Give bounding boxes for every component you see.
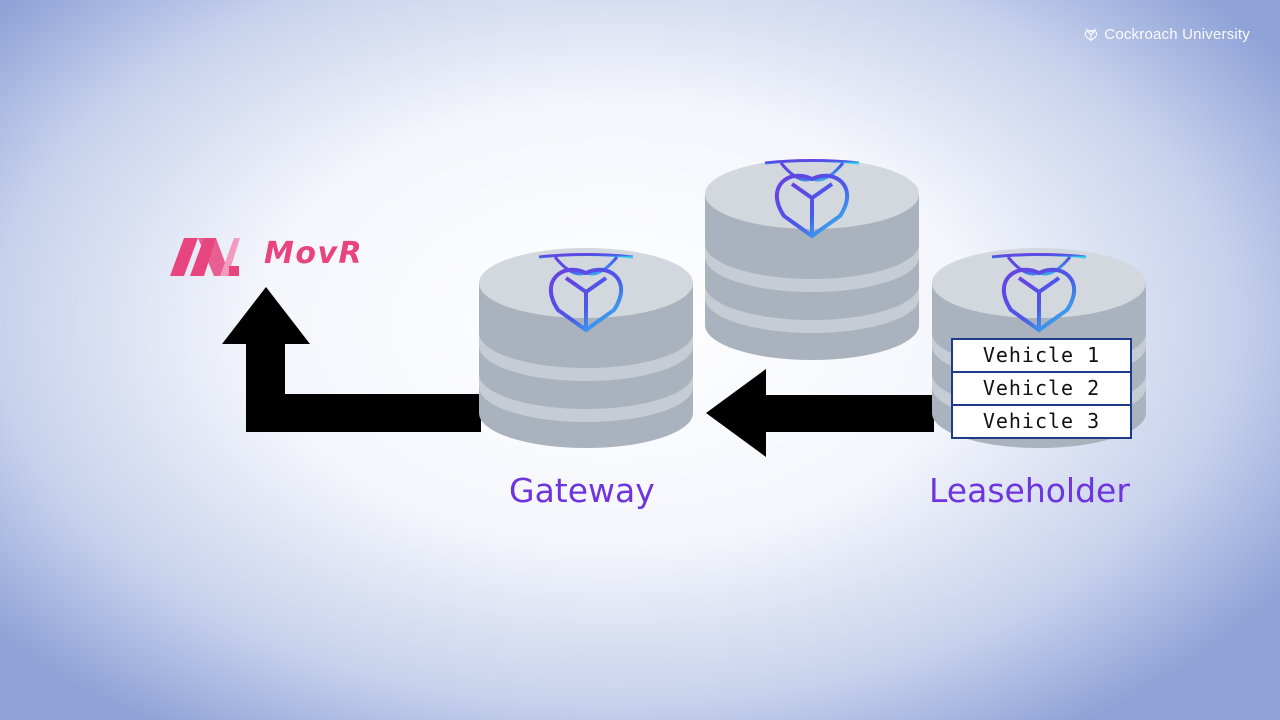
leaseholder-label: Leaseholder bbox=[929, 471, 1130, 510]
movr-wordmark: MovR bbox=[264, 236, 364, 271]
response-arrow bbox=[222, 287, 481, 432]
gateway-node bbox=[479, 248, 693, 448]
vehicle-row: Vehicle 1 bbox=[982, 343, 1101, 367]
cockroach-logo-icon bbox=[1085, 28, 1098, 42]
watermark-text: Cockroach University bbox=[1104, 25, 1250, 43]
gateway-label: Gateway bbox=[509, 471, 655, 510]
cockroach-university-watermark: Cockroach University bbox=[1083, 24, 1250, 44]
vehicle-row: Vehicle 2 bbox=[953, 371, 1130, 404]
vehicle-row: Vehicle 3 bbox=[953, 404, 1130, 437]
movr-logo-icon bbox=[170, 238, 240, 276]
replica-node bbox=[705, 158, 919, 360]
forward-arrow bbox=[706, 369, 934, 457]
leaseholder-vehicle-table: Vehicle 1 Vehicle 2 Vehicle 3 bbox=[951, 338, 1132, 439]
